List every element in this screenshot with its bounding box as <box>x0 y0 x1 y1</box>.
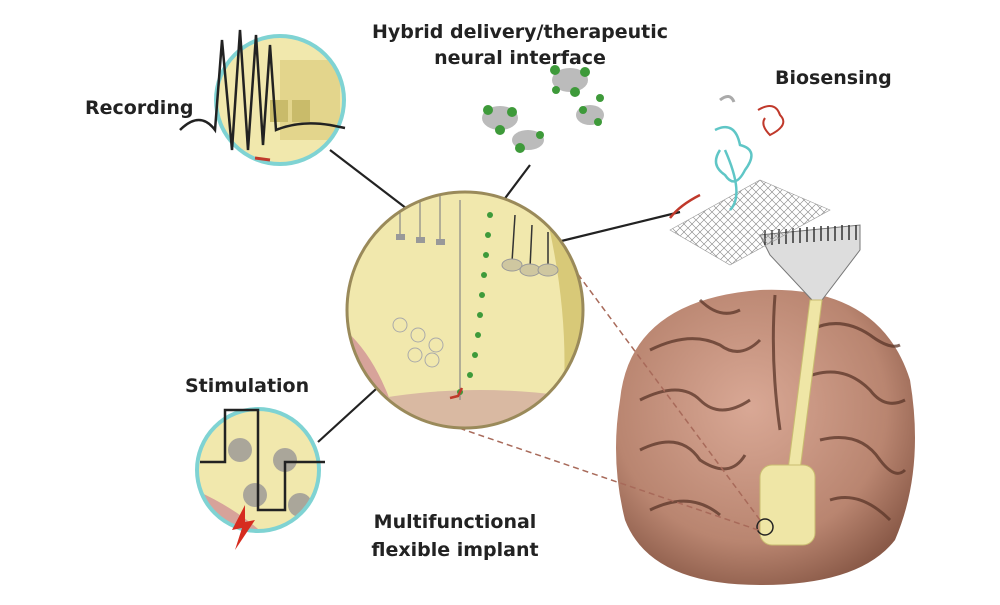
zoom-lines <box>449 249 761 531</box>
graphene-biosensor <box>669 95 831 266</box>
label-hybrid-line1: Hybrid delivery/therapeutic <box>371 21 669 43</box>
flexible-probe <box>756 224 861 546</box>
recording-waveform <box>179 29 346 151</box>
lightning-icon <box>232 505 255 550</box>
central-magnified-view <box>345 190 585 430</box>
brain <box>616 289 915 585</box>
label-implant-line2: flexible implant <box>371 539 539 561</box>
nanoparticles <box>482 65 604 153</box>
recording-view <box>179 29 346 166</box>
stimulation-view <box>195 407 325 550</box>
label-hybrid-line2: neural interface <box>434 47 606 69</box>
stimulation-waveform <box>200 408 325 512</box>
label-implant-line1: Multifunctional <box>373 511 537 533</box>
label-stimulation: Stimulation <box>185 375 310 397</box>
label-recording: Recording <box>85 97 194 119</box>
label-biosensing: Biosensing <box>775 67 892 89</box>
